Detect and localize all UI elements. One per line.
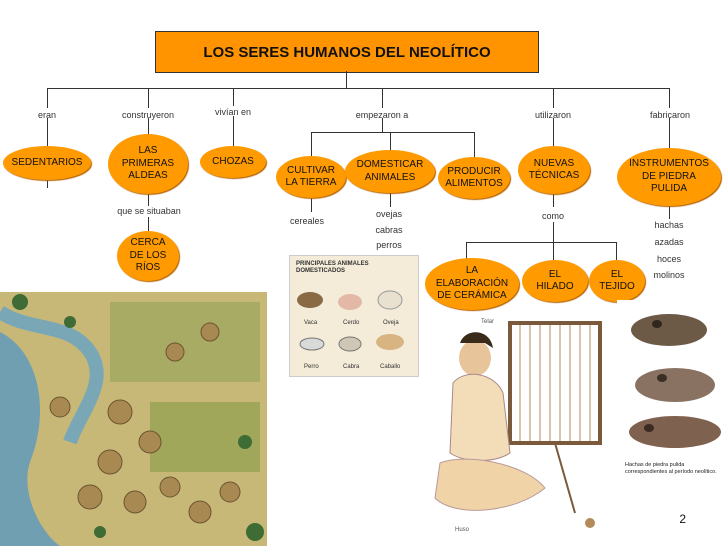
link-cultivar-down (311, 198, 312, 212)
empezaron-bar (311, 132, 474, 133)
detail-cabras: cabras (364, 225, 414, 235)
link-hilado (553, 242, 554, 260)
animal-label-perro: Perro (304, 364, 319, 370)
animal-label-caballo: Caballo (380, 364, 400, 370)
label-como: como (533, 211, 573, 221)
branch-fabricaron (669, 88, 670, 108)
detail-azadas: azadas (643, 237, 695, 247)
stone-axes-caption: Hachas de piedra pulida correspondientes… (625, 462, 721, 475)
animal-label-vaca: Vaca (304, 320, 317, 326)
weaving-illustration: Telar Huso (425, 313, 615, 541)
node-chozas: CHOZAS (200, 146, 266, 178)
branch-utilizaron (553, 88, 554, 108)
stone-axes-photo: Hachas de piedra pulida correspondientes… (617, 300, 726, 496)
link-domesticar-down (390, 193, 391, 207)
branch-vivian (233, 88, 234, 106)
detail-hoces: hoces (643, 254, 695, 264)
detail-molinos: molinos (643, 270, 695, 280)
link-tejido (616, 242, 617, 260)
detail-perros: perros (364, 240, 414, 250)
link-domesticar (390, 132, 391, 152)
node-domesticar: DOMESTICAR ANIMALES (345, 150, 435, 193)
link-instrumentos-down (669, 205, 670, 219)
label-eran: eran (27, 110, 67, 120)
link-empezaron (382, 118, 383, 132)
link-aldeas-down (148, 194, 149, 206)
weaving-label-telar: Telar (481, 319, 494, 325)
village-illustration (0, 292, 267, 546)
node-producir: PRODUCIR ALIMENTOS (438, 157, 510, 199)
animals-panel-title: PRINCIPALES ANIMALES DOMESTICADOS (290, 256, 418, 275)
weaving-label-huso: Huso (455, 527, 469, 533)
animal-label-cabra: Cabra (343, 364, 359, 370)
link-utilizaron (553, 118, 554, 146)
title-stem (346, 71, 347, 88)
node-elaboracion-ceramica: LA ELABORACIÓN DE CERÁMICA (425, 258, 519, 310)
label-que-se-situaban: que se situaban (105, 206, 193, 216)
link-situaban-down (148, 217, 149, 231)
node-primeras-aldeas: LAS PRIMERAS ALDEAS (108, 134, 188, 194)
link-producir (474, 132, 475, 158)
branch-eran (47, 88, 48, 108)
node-hilado: EL HILADO (522, 260, 588, 302)
detail-cereales: cereales (282, 216, 332, 226)
como-bar (466, 242, 616, 243)
page-number: 2 (679, 512, 686, 526)
branch-construyeron (148, 88, 149, 108)
branch-empezaron (382, 88, 383, 108)
label-fabricaron: fabricaron (641, 110, 699, 120)
link-como-down (553, 222, 554, 242)
node-tejido: EL TEJIDO (589, 260, 645, 302)
animal-label-cerdo: Cerdo (343, 320, 359, 326)
link-eran (47, 118, 48, 148)
link-tecnicas-down (553, 193, 554, 207)
node-cultivar: CULTIVAR LA TIERRA (276, 156, 346, 198)
node-cerca-rios: CERCA DE LOS RÍOS (117, 231, 179, 281)
branch-bar (47, 88, 670, 89)
label-vivian-en: vivían en (205, 107, 261, 117)
domesticated-animals-panel: PRINCIPALES ANIMALES DOMESTICADOS Vaca C… (289, 255, 419, 377)
label-empezaron-a: empezaron a (340, 110, 424, 120)
label-utilizaron: utilizaron (523, 110, 583, 120)
node-nuevas-tecnicas: NUEVAS TÉCNICAS (518, 146, 590, 194)
link-vivian (233, 116, 234, 146)
label-construyeron: construyeron (110, 110, 186, 120)
detail-hachas: hachas (643, 220, 695, 230)
link-sedentarios-down (47, 180, 48, 188)
detail-ovejas: ovejas (364, 209, 414, 219)
link-cultivar (311, 132, 312, 157)
diagram-title: LOS SERES HUMANOS DEL NEOLÍTICO (155, 31, 539, 73)
link-fabricaron (669, 118, 670, 150)
node-sedentarios: SEDENTARIOS (3, 146, 91, 180)
node-instrumentos: INSTRUMENTOS DE PIEDRA PULIDA (617, 148, 721, 206)
animal-label-oveja: Oveja (383, 320, 399, 326)
